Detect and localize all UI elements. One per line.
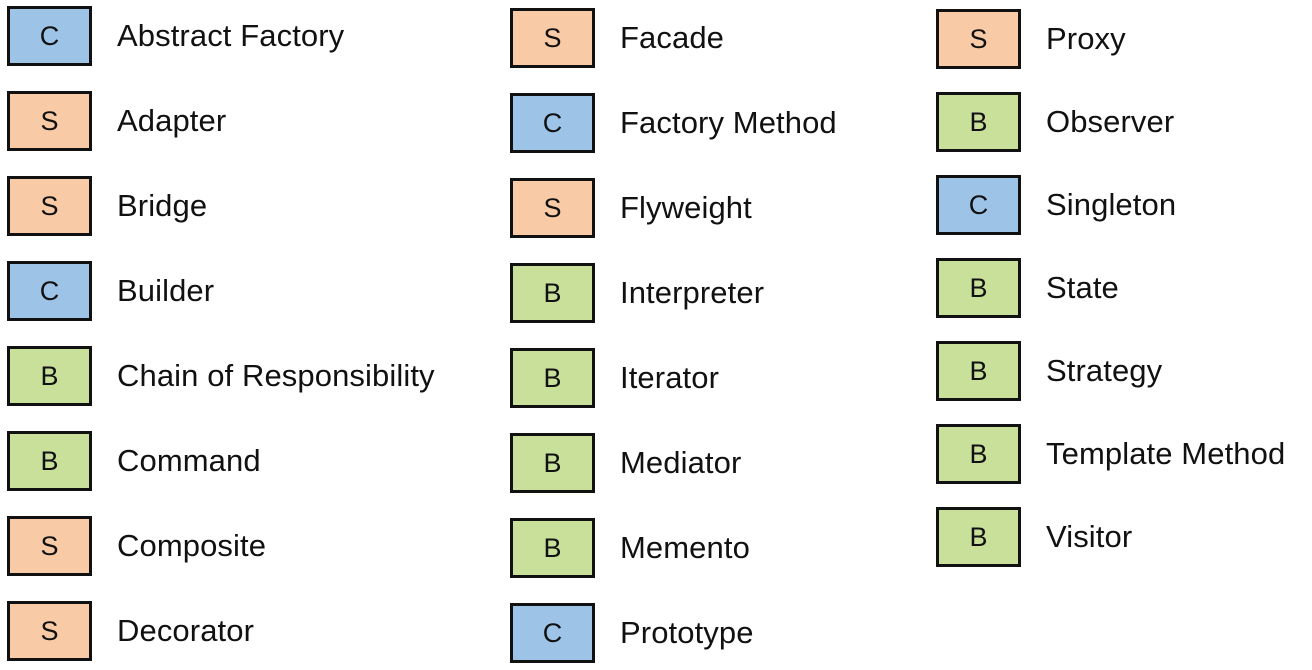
pattern-item-decorator: S Decorator <box>7 601 254 661</box>
category-badge: B <box>936 341 1021 401</box>
pattern-label: Adapter <box>117 103 227 138</box>
pattern-label: Singleton <box>1046 187 1177 222</box>
category-badge: B <box>936 507 1021 567</box>
pattern-item-bridge: S Bridge <box>7 176 207 236</box>
pattern-item-composite: S Composite <box>7 516 266 576</box>
category-badge: S <box>510 178 595 238</box>
category-badge: B <box>7 431 92 491</box>
pattern-item-template-method: B Template Method <box>936 424 1285 484</box>
pattern-item-flyweight: S Flyweight <box>510 178 752 238</box>
pattern-label: Mediator <box>620 445 742 480</box>
pattern-label: Builder <box>117 273 215 308</box>
pattern-item-proxy: S Proxy <box>936 9 1126 69</box>
category-badge: C <box>936 175 1021 235</box>
category-badge: B <box>936 92 1021 152</box>
pattern-label: Template Method <box>1046 436 1286 471</box>
pattern-item-factory-method: C Factory Method <box>510 93 837 153</box>
category-badge: C <box>7 261 92 321</box>
pattern-item-adapter: S Adapter <box>7 91 226 151</box>
category-badge: S <box>510 8 595 68</box>
pattern-label: Command <box>117 443 261 478</box>
pattern-label: Factory Method <box>620 105 837 140</box>
category-badge: S <box>7 516 92 576</box>
category-badge: B <box>510 433 595 493</box>
pattern-label: Visitor <box>1046 519 1133 554</box>
pattern-item-observer: B Observer <box>936 92 1174 152</box>
pattern-item-interpreter: B Interpreter <box>510 263 764 323</box>
category-badge: S <box>7 91 92 151</box>
pattern-label: Prototype <box>620 615 754 650</box>
pattern-item-memento: B Memento <box>510 518 750 578</box>
pattern-label: Iterator <box>620 360 720 395</box>
pattern-item-builder: C Builder <box>7 261 214 321</box>
category-badge: S <box>936 9 1021 69</box>
pattern-label: Strategy <box>1046 353 1163 388</box>
pattern-label: State <box>1046 270 1119 305</box>
pattern-label: Flyweight <box>620 190 752 225</box>
pattern-label: Proxy <box>1046 21 1126 56</box>
pattern-label: Observer <box>1046 104 1175 139</box>
pattern-label: Interpreter <box>620 275 765 310</box>
category-badge: B <box>510 348 595 408</box>
category-badge: S <box>7 176 92 236</box>
pattern-label: Abstract Factory <box>117 18 345 53</box>
category-badge: S <box>7 601 92 661</box>
category-badge: B <box>510 518 595 578</box>
pattern-label: Composite <box>117 528 267 563</box>
pattern-item-iterator: B Iterator <box>510 348 719 408</box>
pattern-item-prototype: C Prototype <box>510 603 754 663</box>
category-badge: C <box>510 603 595 663</box>
pattern-item-mediator: B Mediator <box>510 433 741 493</box>
category-badge: C <box>7 6 92 66</box>
category-badge: B <box>936 424 1021 484</box>
pattern-item-facade: S Facade <box>510 8 724 68</box>
category-badge: C <box>510 93 595 153</box>
pattern-label: Facade <box>620 20 724 55</box>
category-badge: B <box>7 346 92 406</box>
pattern-item-singleton: C Singleton <box>936 175 1176 235</box>
pattern-item-command: B Command <box>7 431 261 491</box>
pattern-label: Decorator <box>117 613 255 648</box>
pattern-label: Memento <box>620 530 750 565</box>
pattern-item-strategy: B Strategy <box>936 341 1162 401</box>
category-badge: B <box>936 258 1021 318</box>
pattern-item-visitor: B Visitor <box>936 507 1132 567</box>
pattern-label: Chain of Responsibility <box>117 358 435 393</box>
pattern-item-abstract-factory: C Abstract Factory <box>7 6 344 66</box>
pattern-item-chain-of-responsibility: B Chain of Responsibility <box>7 346 435 406</box>
pattern-item-state: B State <box>936 258 1119 318</box>
pattern-label: Bridge <box>117 188 208 223</box>
category-badge: B <box>510 263 595 323</box>
